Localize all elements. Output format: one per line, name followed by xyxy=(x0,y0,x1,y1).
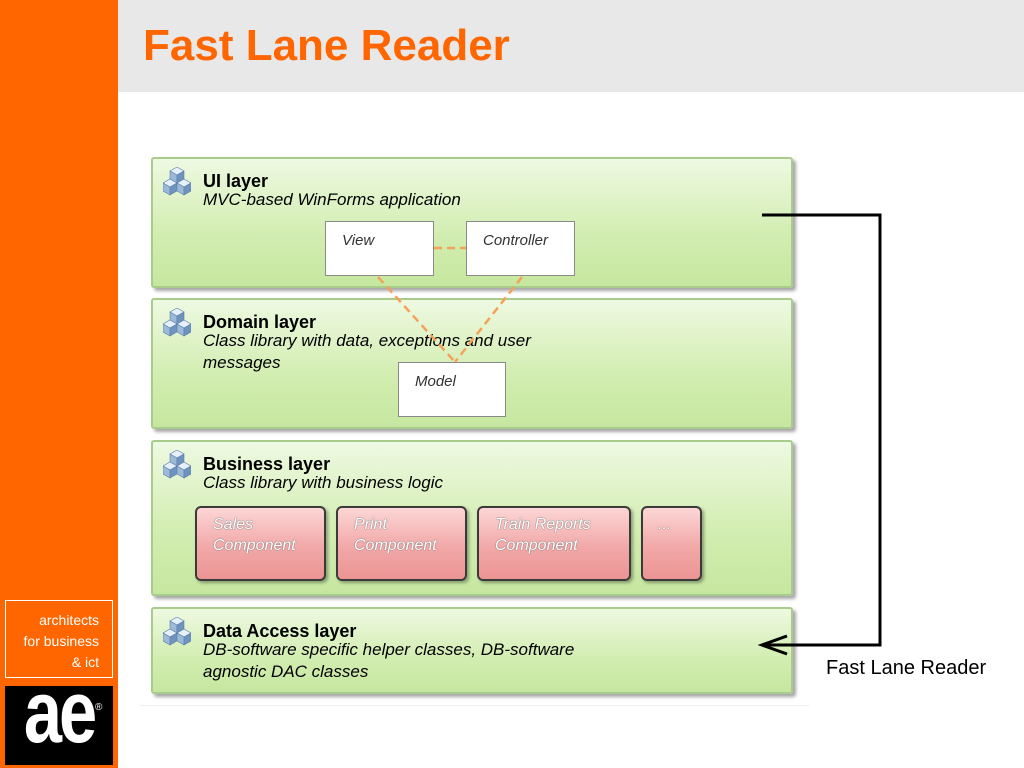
component-label: ... xyxy=(658,516,672,533)
brand-sidebar: architects for business & ict ae ® xyxy=(0,0,118,768)
more-components-box: ... xyxy=(641,506,702,581)
layer-description: Class library with business logic xyxy=(203,472,443,494)
layer-title: Domain layer xyxy=(203,312,317,332)
cubes-icon xyxy=(163,617,191,646)
component-label: Sales xyxy=(213,516,254,533)
tagline-line: architects xyxy=(39,612,99,628)
controller-label: Controller xyxy=(483,232,549,249)
logo-text: ae xyxy=(23,686,97,761)
data-access-layer: Data Access layer DB-software specific h… xyxy=(151,607,793,694)
model-label: Model xyxy=(415,373,456,390)
tagline-line: for business xyxy=(23,633,99,649)
slide-title: Fast Lane Reader xyxy=(143,21,510,70)
view-box: View xyxy=(325,221,434,276)
layer-description: MVC-based WinForms application xyxy=(203,189,461,211)
layer-description-line: agnostic DAC classes xyxy=(203,662,369,681)
component-label: Component xyxy=(354,537,437,554)
view-label: View xyxy=(342,232,375,249)
layer-description-line: Class library with data, exceptions and … xyxy=(203,331,531,350)
connector-label: Fast Lane Reader xyxy=(826,657,987,679)
layer-description-line: MVC-based WinForms application xyxy=(203,190,461,209)
component-label: Component xyxy=(213,537,296,554)
ui-layer: UI layer MVC-based WinForms application … xyxy=(151,157,793,288)
sales-component-box: Sales Component xyxy=(195,506,326,581)
layer-title: UI layer xyxy=(203,171,269,191)
component-label: Train Reports xyxy=(495,516,591,533)
brand-logo: ae ® xyxy=(5,686,113,765)
train-reports-component-box: Train Reports Component xyxy=(477,506,631,581)
domain-layer: Domain layer Class library with data, ex… xyxy=(151,298,793,429)
cubes-icon xyxy=(163,308,191,337)
print-component-box: Print Component xyxy=(336,506,467,581)
cubes-icon xyxy=(163,167,191,196)
layer-description-line: Class library with business logic xyxy=(203,473,443,492)
model-box: Model xyxy=(398,362,506,417)
cubes-icon xyxy=(163,450,191,479)
layer-description: DB-software specific helper classes, DB-… xyxy=(203,639,574,683)
controller-box: Controller xyxy=(466,221,575,276)
layer-title: Business layer xyxy=(203,454,331,474)
slide-header: Fast Lane Reader xyxy=(118,0,1024,92)
brand-tagline: architects for business & ict xyxy=(5,600,113,678)
layer-title: Data Access layer xyxy=(203,621,357,641)
layer-description-line: DB-software specific helper classes, DB-… xyxy=(203,640,575,659)
layer-description-line: messages xyxy=(203,353,281,372)
tagline-line: & ict xyxy=(71,654,99,670)
business-layer: Business layer Class library with busine… xyxy=(151,440,793,596)
component-label: Component xyxy=(495,537,578,554)
component-label: Print xyxy=(354,516,387,533)
registered-mark: ® xyxy=(95,702,103,713)
